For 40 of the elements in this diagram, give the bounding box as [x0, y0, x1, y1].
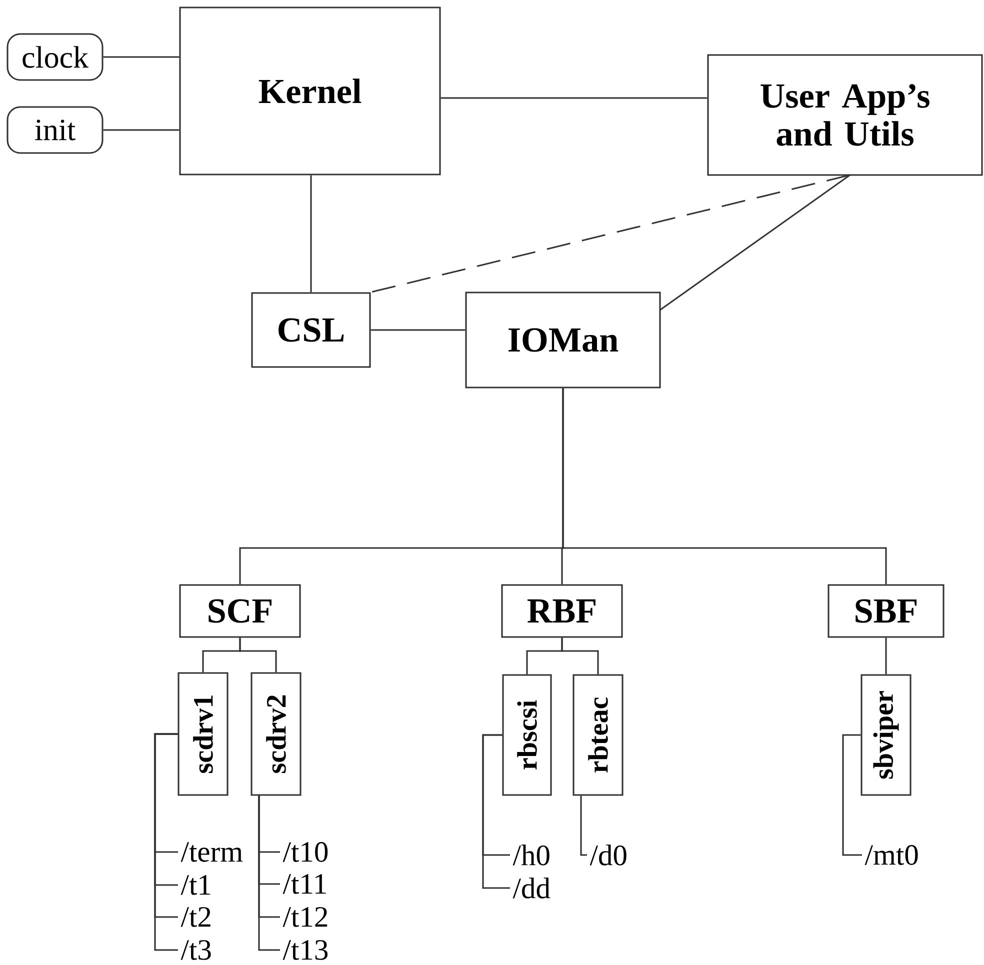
connector-line [482, 734, 510, 889]
driver-box: sbviper [860, 674, 912, 796]
device-name: /t11 [282, 874, 326, 894]
connector-line [580, 796, 587, 856]
device-name: /t13 [282, 940, 328, 960]
device-name: /dd [512, 878, 550, 898]
device-name: /mt0 [864, 845, 918, 865]
driver-box: rbteac [572, 674, 624, 796]
device-name: /term [180, 842, 243, 862]
module-box: IOMan [465, 292, 661, 388]
device-name: /d0 [590, 844, 626, 866]
module-box: SCF [179, 584, 301, 638]
driver-box: scdrv1 [178, 672, 228, 796]
connector-line [154, 733, 178, 951]
module-box: SBF [828, 584, 944, 638]
connector-line [561, 638, 599, 674]
driver-box: rbscsi [502, 674, 552, 796]
module-box: CSL [251, 292, 371, 368]
connector-line [103, 129, 180, 131]
connector-line [103, 56, 180, 58]
connector-line [660, 174, 850, 311]
connector-line [310, 175, 312, 292]
module-box: User App’s and Utils [707, 54, 983, 176]
device-name: /t3 [180, 940, 211, 960]
connector-line [842, 734, 862, 856]
connector-line [239, 638, 277, 672]
connector-line [440, 97, 708, 99]
device-name: /t12 [282, 907, 328, 927]
connector-line [370, 329, 466, 331]
connector-line [258, 796, 280, 951]
connector-line [370, 174, 850, 293]
device-name: /t1 [180, 875, 210, 895]
device-name: /t10 [282, 842, 328, 862]
device-name: /h0 [512, 844, 550, 866]
driver-box: scdrv2 [250, 672, 302, 796]
device-name: /t2 [180, 907, 210, 927]
module-box: RBF [501, 584, 623, 638]
module-box: Kernel [179, 6, 441, 176]
connector-line [562, 388, 887, 584]
connector-line [885, 638, 887, 674]
